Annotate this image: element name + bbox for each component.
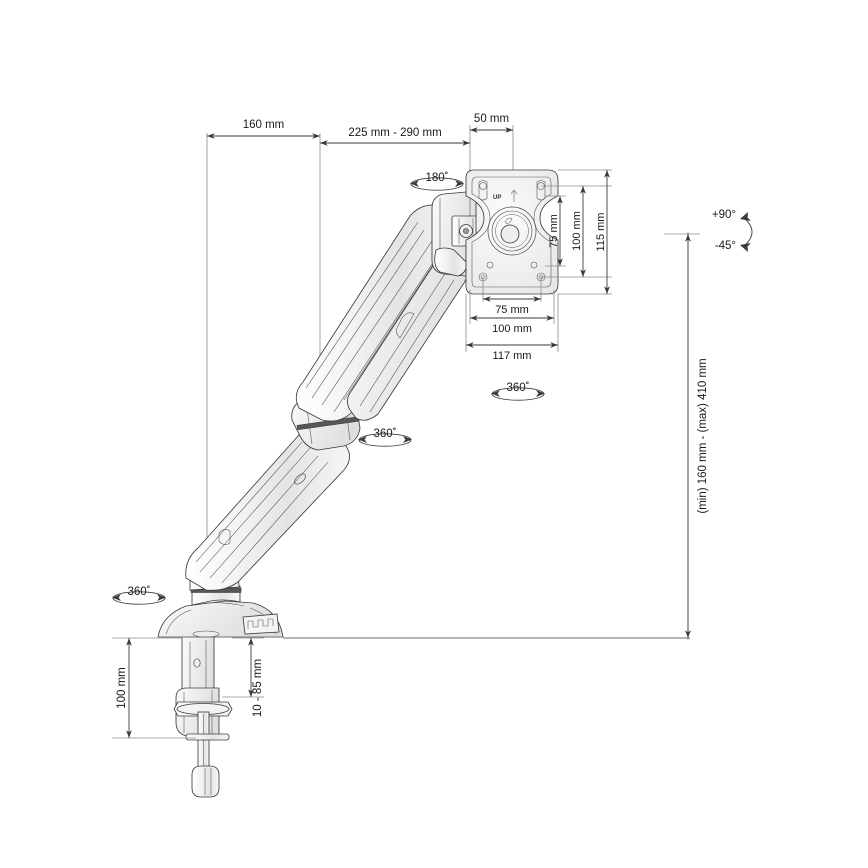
- dimension-plate-height-115: 115 mm: [595, 169, 610, 294]
- base-cap: [157, 600, 284, 638]
- dimension-vesa-v-75: 75 mm: [548, 195, 563, 266]
- vesa-vertical-dimensions: 75 mm 100 mm 115 mm: [541, 169, 612, 295]
- dimension-reach-base: 160 mm: [206, 119, 320, 139]
- top-dimension-group: 160 mm 225 mm - 290 mm 50 mm: [206, 113, 513, 146]
- dimension-label-160mm: 160 mm: [243, 119, 285, 131]
- plate-up-text: UP: [493, 195, 501, 201]
- tilt-label-up: +90°: [712, 209, 736, 221]
- upper-arm-gas-spring: [295, 204, 466, 422]
- dimension-label-vesa-h-75: 75 mm: [495, 304, 529, 316]
- tilt-range-marker: +90° -45°: [712, 209, 753, 252]
- desk-clamp: [173, 636, 233, 798]
- monitor-arm-assembly: UP: [157, 169, 559, 798]
- rotation-marker-elbow-360: 360˚: [358, 428, 412, 447]
- dimension-clamp-depth: 100 mm: [116, 637, 132, 738]
- dimension-label-plate-height-115: 115 mm: [595, 213, 607, 252]
- forearm-link: [347, 251, 468, 421]
- tilt-label-down: -45°: [715, 240, 736, 252]
- dimension-plate-width-117: 117 mm: [465, 342, 558, 362]
- dimension-vesa-h-75: 75 mm: [482, 296, 541, 316]
- rotation-label-180: 180˚: [425, 172, 448, 184]
- dimension-label-desk-thickness: 10 - 85 mm: [252, 659, 264, 717]
- cable-comb-detail: [242, 613, 280, 635]
- dimension-desk-thickness: 10 - 85 mm: [248, 637, 264, 717]
- clamp-dimension-group: 100 mm 10 - 85 mm: [112, 637, 264, 739]
- vesa-plate: UP: [465, 169, 559, 295]
- dimension-label-50mm: 50 mm: [474, 113, 509, 125]
- dimension-head-depth: 50 mm: [469, 113, 513, 133]
- dimension-label-vesa-v-100: 100 mm: [571, 211, 583, 251]
- rotation-label-base-360: 360˚: [127, 586, 150, 598]
- vesa-horizontal-dimensions: 75 mm 100 mm 117 mm: [465, 277, 559, 362]
- dimension-vesa-h-100: 100 mm: [469, 315, 554, 335]
- dimension-label-vesa-h-100: 100 mm: [492, 323, 532, 335]
- dimension-label-225-290mm: 225 mm - 290 mm: [348, 127, 441, 139]
- rotation-label-forearm-360: 360˚: [506, 382, 529, 394]
- dimension-vesa-v-100: 100 mm: [571, 185, 586, 277]
- dimension-label-height-range: (min) 160 mm - (max) 410 mm: [697, 358, 709, 513]
- rotation-marker-head-180: 180˚: [410, 172, 464, 191]
- dimension-label-clamp-100mm: 100 mm: [116, 667, 128, 709]
- lower-arm: [185, 427, 350, 591]
- dimension-label-plate-width-117: 117 mm: [493, 350, 532, 362]
- rotation-marker-forearm-360: 360˚: [491, 382, 545, 401]
- dimension-label-vesa-v-75: 75 mm: [548, 214, 560, 248]
- rotation-label-elbow-360: 360˚: [373, 428, 396, 440]
- rotation-marker-base-360: 360˚: [112, 586, 166, 605]
- dimension-height-range: (min) 160 mm - (max) 410 mm: [664, 233, 709, 638]
- dimension-reach-extension: 225 mm - 290 mm: [319, 127, 470, 146]
